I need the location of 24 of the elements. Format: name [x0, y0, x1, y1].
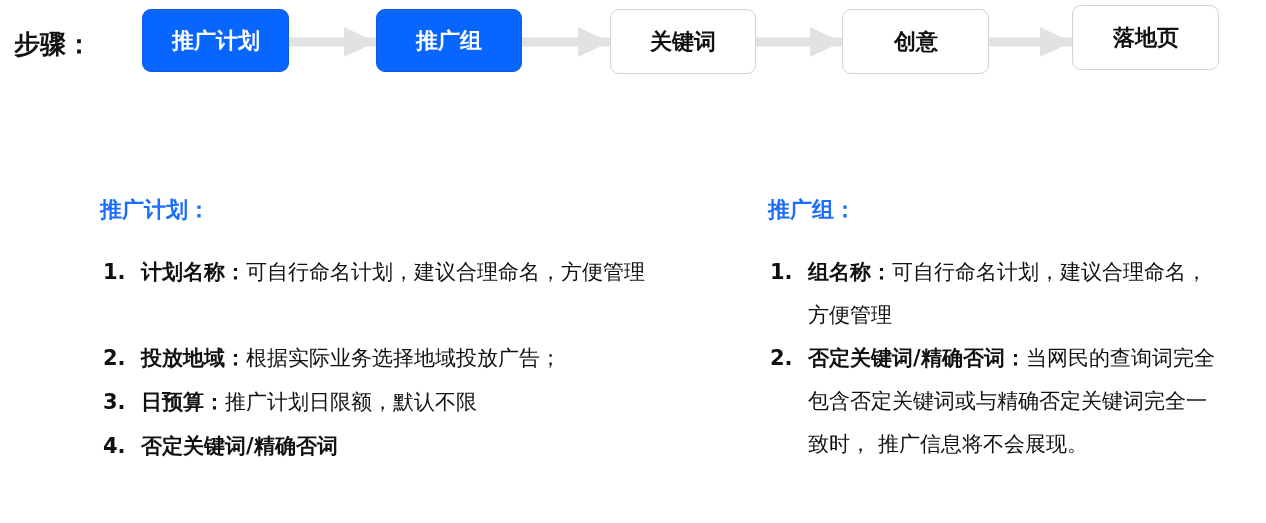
- row-label: 步骤：: [14, 28, 92, 61]
- arrow: [989, 26, 1072, 58]
- list-item-text: 日预算：推广计划日限额，默认不限: [141, 389, 478, 416]
- list-item-text: 计划名称：可自行命名计划，建议合理命名，方便管理: [141, 259, 646, 286]
- list-item-text: 否定关键词/精确否词: [141, 433, 339, 460]
- list-number: 4.: [103, 433, 126, 460]
- arrow: [522, 26, 610, 58]
- list-item-text: 否定关键词/精确否词：当网民的查询词完全包含否定关键词或与精确否定关键词完全一致时， 推广信息将不会展现。: [808, 345, 1216, 458]
- section-heading: 推广组：: [768, 196, 856, 224]
- arrow: [289, 26, 376, 58]
- list-number: 1.: [103, 259, 126, 286]
- list-number: 3.: [103, 389, 126, 416]
- arrow: [756, 26, 842, 58]
- list-number: 2.: [103, 345, 126, 372]
- list-item-text: 组名称：可自行命名计划，建议合理命名，方便管理: [808, 259, 1208, 329]
- list-item-text: 投放地域：根据实际业务选择地域投放广告；: [141, 345, 562, 372]
- step-box: 推广组: [376, 9, 522, 72]
- step-box: 关键词: [610, 9, 756, 74]
- step-box: 创意: [842, 9, 989, 74]
- step-box: 推广计划: [142, 9, 289, 72]
- step-box: 落地页: [1072, 5, 1219, 70]
- list-number: 1.: [770, 259, 793, 286]
- section-heading: 推广计划：: [100, 196, 210, 224]
- list-number: 2.: [770, 345, 793, 372]
